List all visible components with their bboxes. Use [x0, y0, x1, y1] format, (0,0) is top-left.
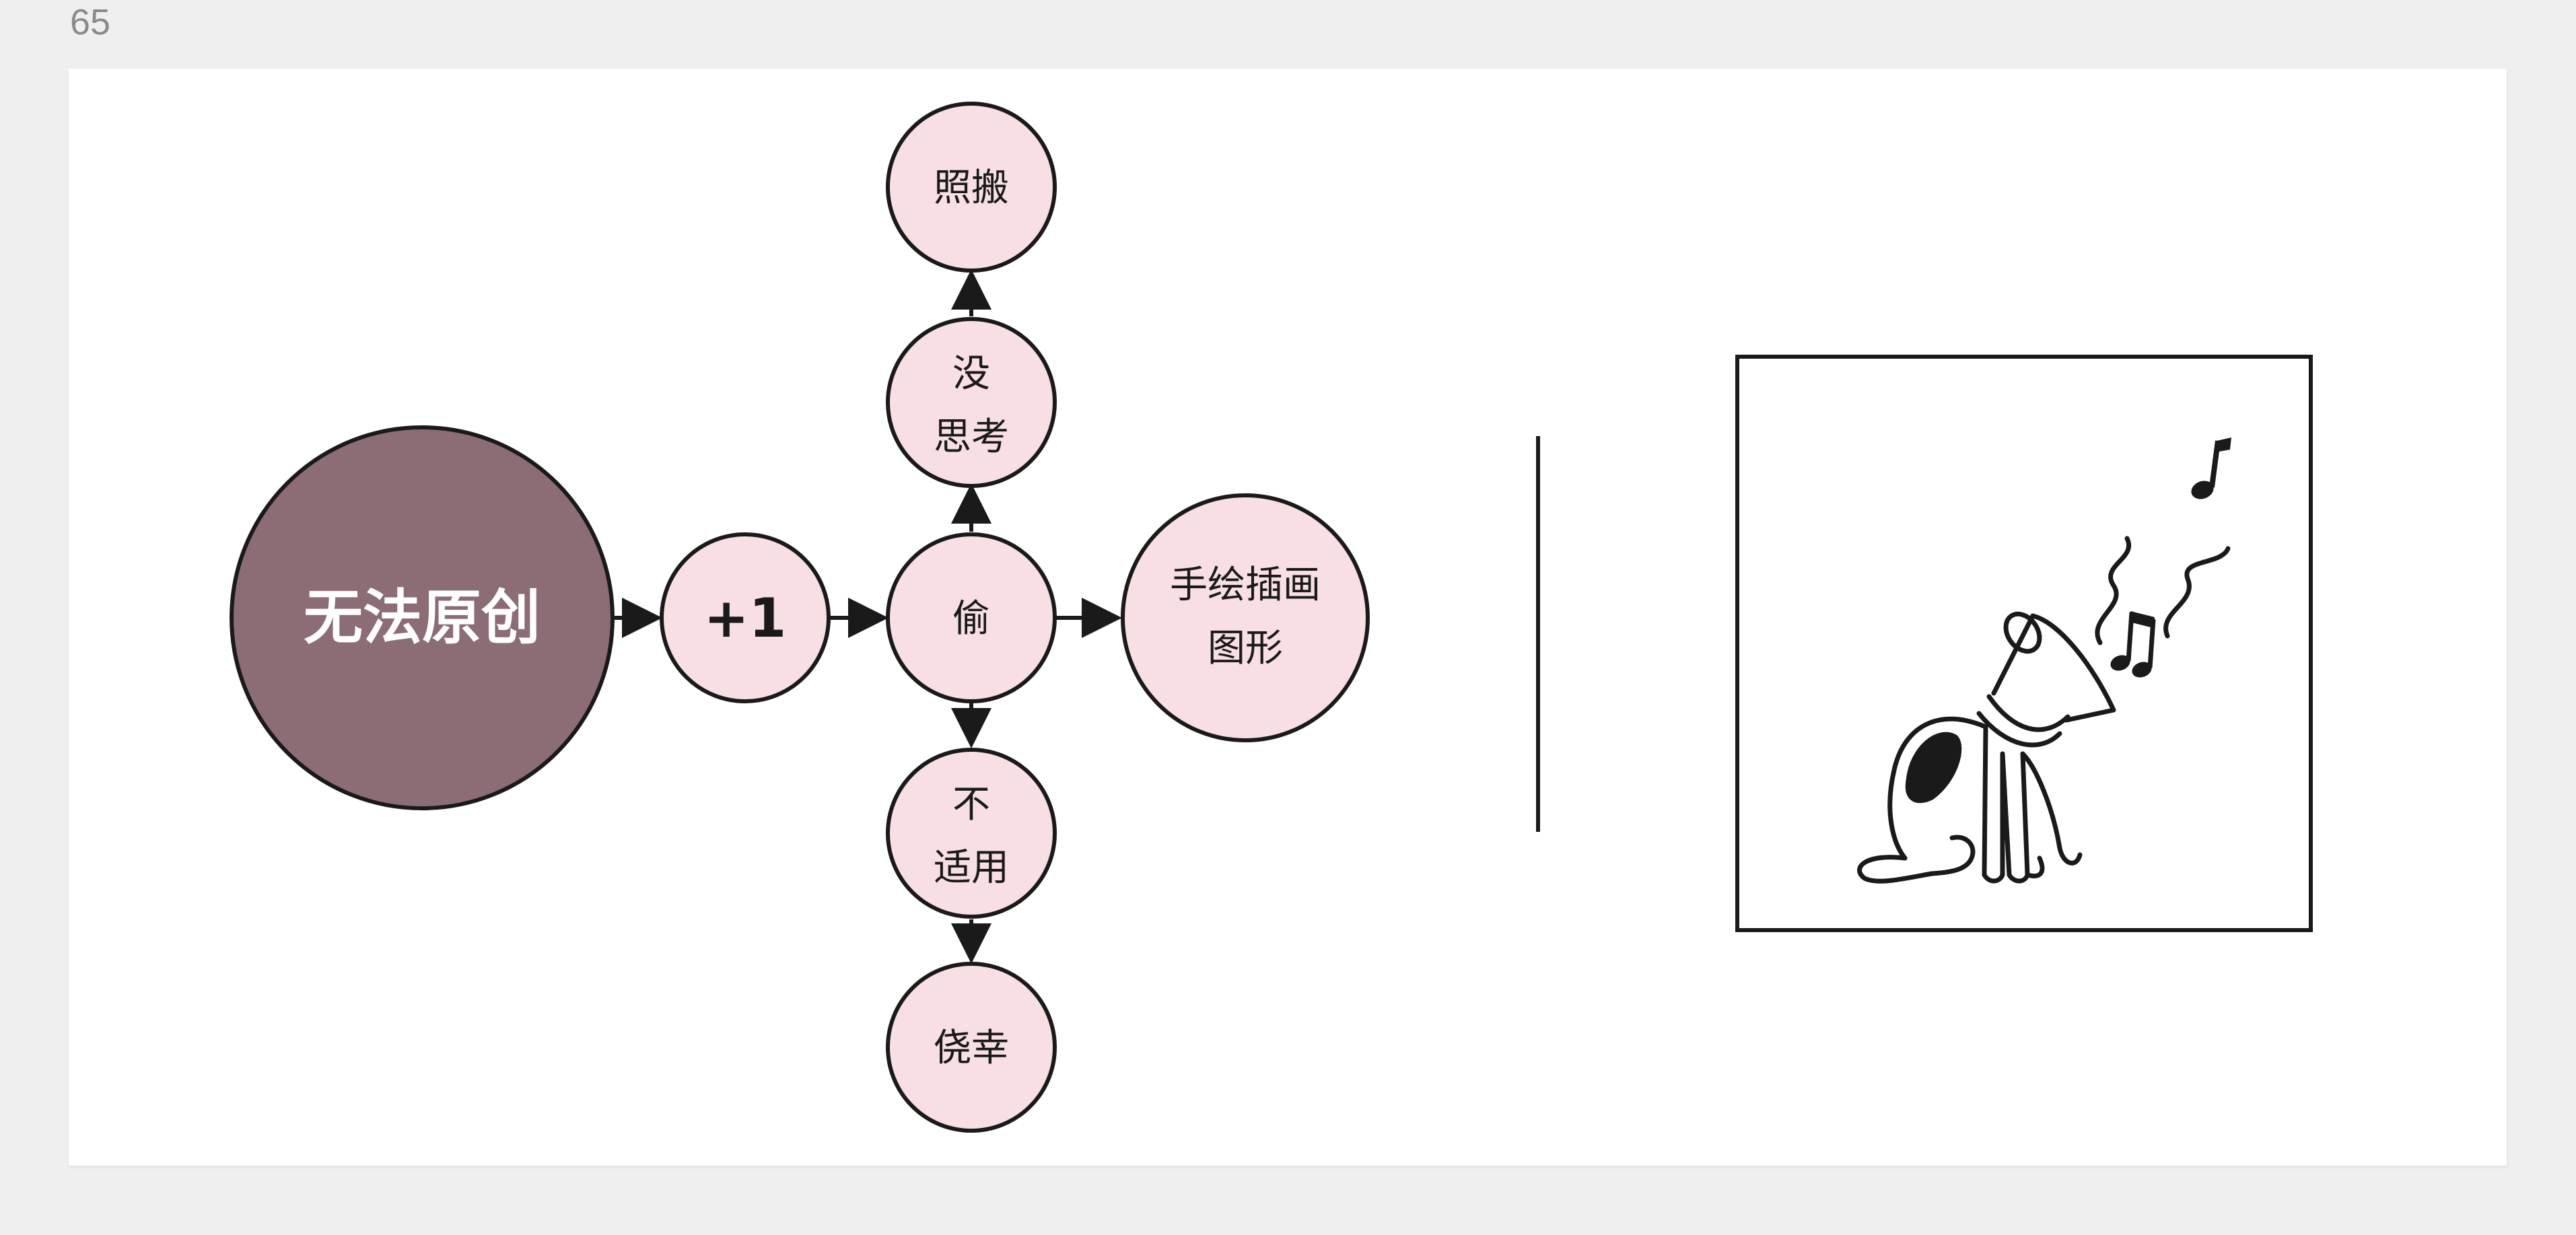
- node-not-suitable: 不 适用: [886, 748, 1057, 919]
- node-no-thinking: 没 思考: [886, 317, 1057, 488]
- page-number: 65: [70, 2, 111, 42]
- node-hand-drawn: 手绘插画 图形: [1121, 493, 1370, 742]
- music-note-icon: [2191, 437, 2231, 499]
- node-hand-drawn-line2: 图形: [1208, 627, 1283, 670]
- node-luck-label: 侥幸: [934, 1026, 1009, 1070]
- node-main: 无法原创: [230, 425, 615, 810]
- node-luck: 侥幸: [886, 962, 1057, 1133]
- node-copy: 照搬: [886, 102, 1057, 273]
- dog-illustration: [1857, 536, 2231, 884]
- node-plus-one: +1: [660, 532, 831, 703]
- node-no-thinking-line1: 没: [952, 352, 990, 396]
- node-main-label: 无法原创: [304, 583, 541, 652]
- illustration-frame: [1735, 355, 2313, 932]
- node-steal: 偷: [886, 532, 1057, 703]
- node-no-thinking-line2: 思考: [934, 415, 1009, 459]
- node-hand-drawn-line1: 手绘插画: [1170, 563, 1321, 607]
- node-steal-label: 偷: [952, 597, 990, 641]
- node-not-suitable-line2: 适用: [934, 846, 1009, 890]
- node-not-suitable-line1: 不: [952, 783, 990, 826]
- node-copy-label: 照搬: [934, 166, 1009, 210]
- double-music-note-icon: [2110, 611, 2156, 678]
- node-plus-one-label: +1: [704, 587, 787, 649]
- connectors: [613, 269, 1122, 964]
